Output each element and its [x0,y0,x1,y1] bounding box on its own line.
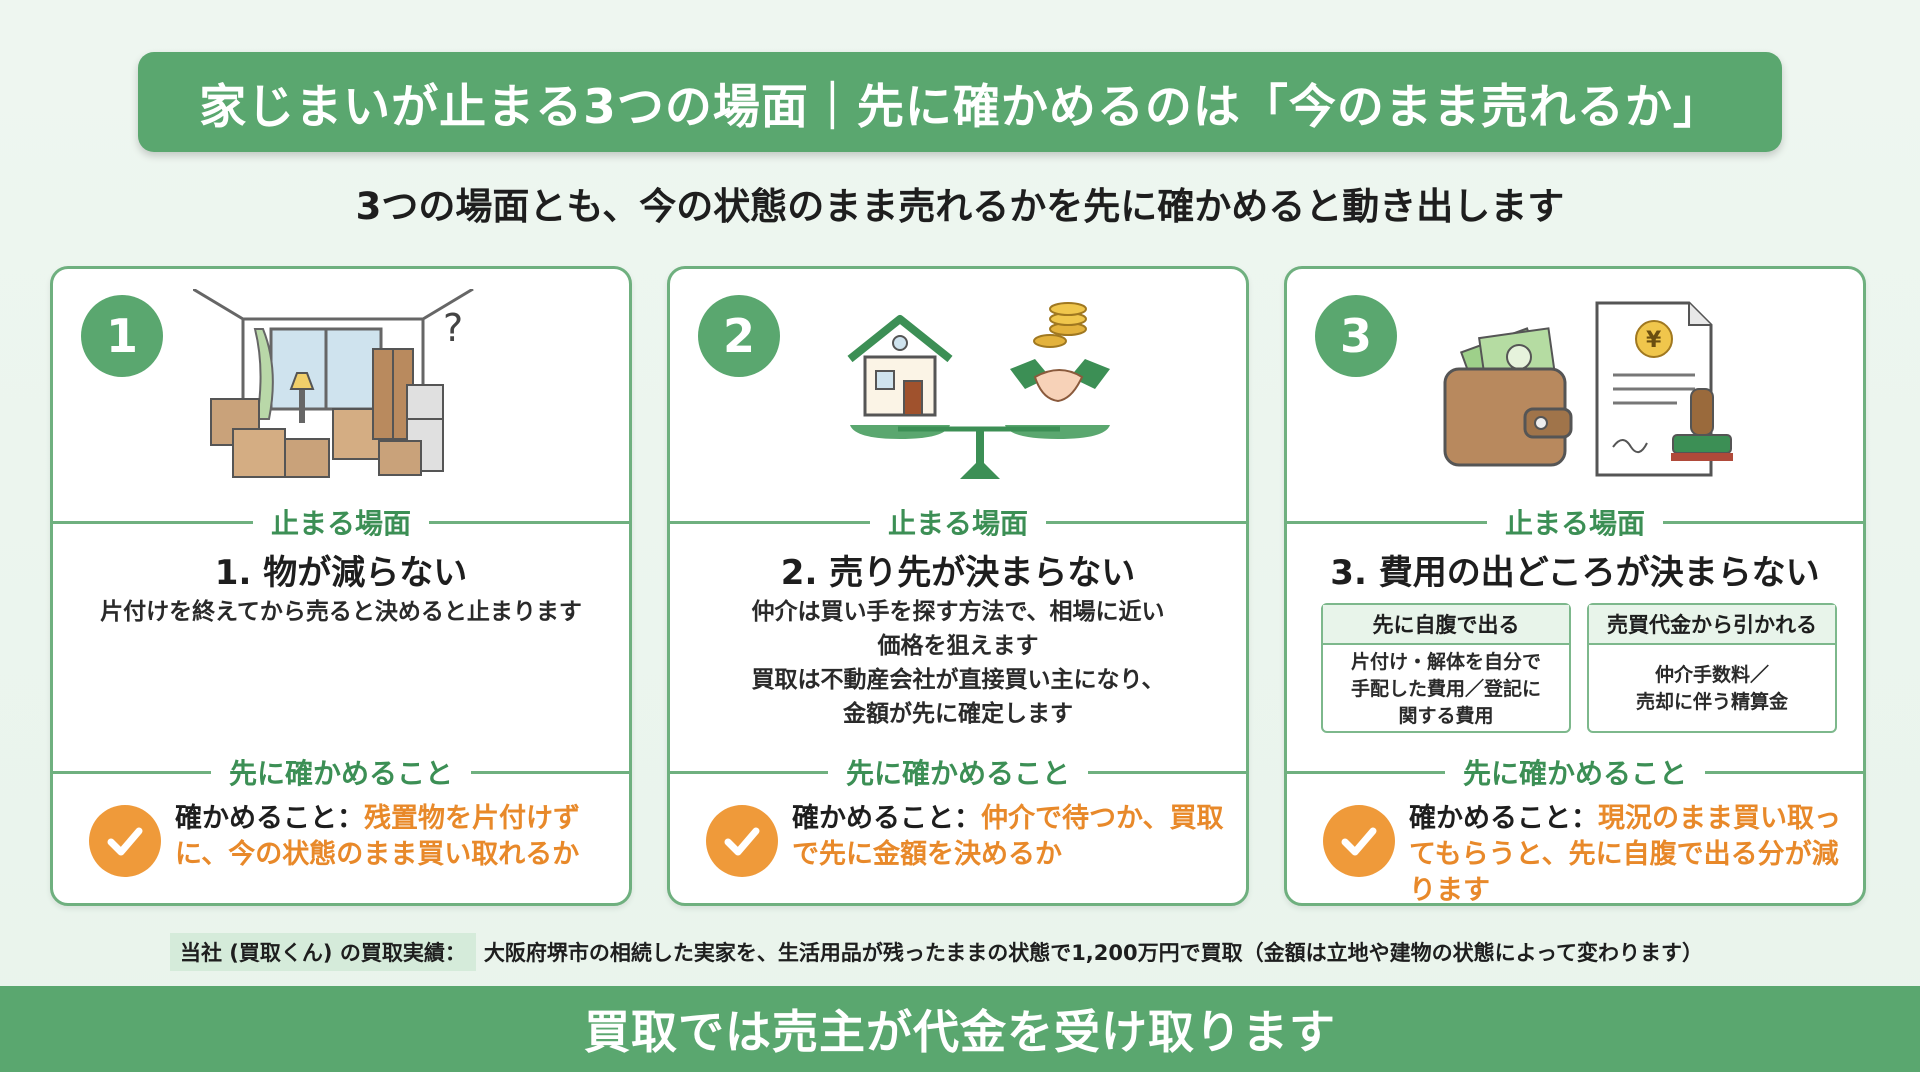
scene-card-3: 3 ¥ 止まる場面 3. 費用の出どころが決まらない 先に自腹で出る 片付け・解… [1284,266,1866,906]
check-section-divider: 先に確かめること [53,755,629,790]
house-and-handshake-balance-icon [847,302,1110,479]
cost-box-self-paid: 先に自腹で出る 片付け・解体を自分で 手配した費用／登記に 関する費用 [1321,603,1571,733]
svg-text:¥: ¥ [1646,328,1662,353]
check-icon [1323,805,1395,877]
scene-title: 3. 費用の出どころが決まらない [1330,553,1820,593]
check-section-divider: 先に確かめること [670,755,1246,790]
check-icon [89,805,161,877]
footer-text: 買取では売主が代金を受け取ります [584,1005,1336,1059]
check-text: 確かめること：残置物を片付けずに、今の状態のまま買い取れるか [175,803,580,870]
purchase-record: 当社 (買取くん) の買取実績： 大阪府堺市の相続した実家を、生活用品が残ったま… [170,933,1703,971]
scene-description: 片付けを終えてから売ると決めると止まります [100,599,582,625]
scene-title: 2. 売り先が決まらない [780,553,1136,593]
scene-title: 1. 物が減らない [214,553,468,593]
scene-description: 仲介は買い手を探す方法で、相場に近い 価格を狙えます 買取は不動産会社が直接買い… [751,599,1165,727]
cluttered-room-icon: ? [193,289,474,478]
wallet-and-yen-document-icon: ¥ [1443,301,1733,477]
check-text: 確かめること：仲介で待つか、買取で先に金額を決めるか [792,803,1224,870]
check-text: 確かめること：現況のまま買い取ってもらうと、先に自腹で出る分が減ります [1409,803,1841,906]
footer-banner: 買取では売主が代金を受け取ります [0,986,1920,1072]
section-divider: 止まる場面 [670,505,1246,540]
page-subtitle: 3つの場面とも、今の状態のまま売れるかを先に確かめると動き出します [355,185,1565,228]
card-number-badge: 2 [698,295,780,377]
record-text: 大阪府堺市の相続した実家を、生活用品が残ったままの状態で1,200万円で買取（金… [483,941,1703,965]
record-label: 当社 (買取くん) の買取実績： [170,933,476,971]
section-divider: 止まる場面 [1287,505,1863,540]
section-divider: 止まる場面 [53,505,629,540]
svg-text:?: ? [443,306,463,350]
page-title: 家じまいが止まる3つの場面｜先に確かめるのは「今のまま売れるか」 [199,79,1721,135]
cost-box-deducted: 売買代金から引かれる 仲介手数料／ 売却に伴う精算金 [1587,603,1837,733]
check-section-divider: 先に確かめること [1287,755,1863,790]
scene-card-2: 2 止まる場面 2. 売り先が決まらない 仲介は買い手を探す方法で、相場に近い … [667,266,1249,906]
card-number-badge: 3 [1315,295,1397,377]
check-icon [706,805,778,877]
card-number-badge: 1 [81,295,163,377]
scene-card-1: 1 ? 止まる場面 1. 物が減らない 片付けを終えてから売ると決めると止まりま… [50,266,632,906]
title-banner: 家じまいが止まる3つの場面｜先に確かめるのは「今のまま売れるか」 [138,52,1782,152]
